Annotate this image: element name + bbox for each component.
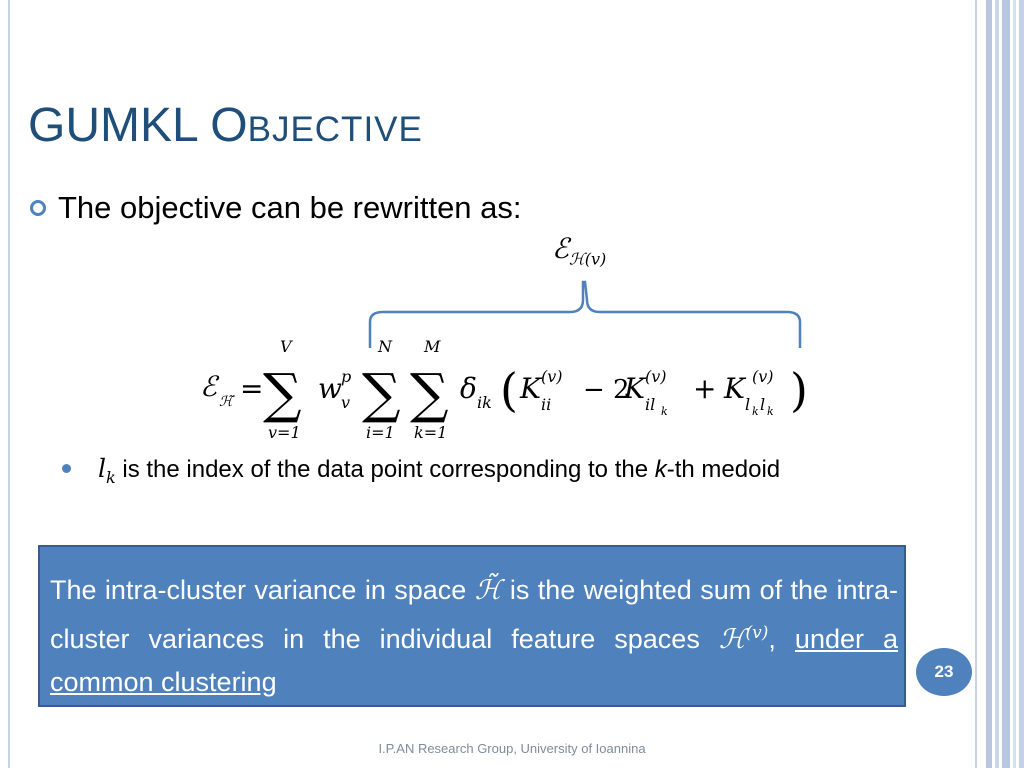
callout-text: The intra-cluster variance in space ℋ̃ i… <box>50 575 899 697</box>
callout-box: The intra-cluster variance in space ℋ̃ i… <box>38 545 906 707</box>
objective-equation: ℰ ℋ̃ = V ∑ v=1 w p v N ∑ i=1 M ∑ k=1 δ i… <box>200 337 808 442</box>
eq-K2-sub-b: k <box>661 405 668 418</box>
eq-K1: K <box>519 372 543 405</box>
eq-K3-sup: (v) <box>752 367 774 386</box>
eq-sum3-top: M <box>423 337 441 356</box>
eq-K1-sup: (v) <box>541 367 563 386</box>
eq-K3-sub-b: k <box>752 405 759 418</box>
eq-paren-close: ) <box>790 363 808 417</box>
eq-paren-open: ( <box>500 363 518 417</box>
frame-strips-right <box>986 0 1024 768</box>
eq-K3-sub-a: l <box>745 395 750 414</box>
eq-plus: + <box>693 372 716 405</box>
eq-K3: K <box>723 372 747 405</box>
eq-K2-sub-a: il <box>645 395 655 414</box>
eq-minus-two: − 2 <box>583 375 630 405</box>
eq-sum3-sigma: ∑ <box>410 362 449 425</box>
eq-w-sub: v <box>341 393 350 412</box>
eq-sum1-top: V <box>280 337 293 356</box>
frame-line-left <box>8 0 10 768</box>
eq-w-sup: p <box>341 367 351 386</box>
eq-sum2-top: N <box>377 337 393 356</box>
curly-brace-icon <box>368 280 802 348</box>
brace-label: ℰℋ(v) <box>552 232 607 269</box>
eq-K2-sup: (v) <box>645 367 667 386</box>
callout-underlined: under a common clustering <box>50 624 898 697</box>
eq-sum1-sigma: ∑ <box>263 362 302 425</box>
eq-K2: K <box>623 372 647 405</box>
eq-w: w <box>318 372 342 405</box>
eq-delta-sub: ik <box>477 393 492 412</box>
eq-K3-sub-d: k <box>767 405 774 418</box>
page-number-badge: 23 <box>916 648 972 696</box>
eq-sum2-bottom: i=1 <box>366 423 395 442</box>
eq-K1-sub: ii <box>541 395 551 414</box>
frame-line-right <box>975 0 977 768</box>
eq-equals: = <box>240 372 263 405</box>
bullet-objective-text: The objective can be rewritten as: <box>58 190 522 225</box>
eq-delta: δ <box>460 372 477 405</box>
eq-sum3-bottom: k=1 <box>414 423 447 442</box>
bullet-lk-text: lk is the index of the data point corres… <box>98 454 781 487</box>
footer: I.P.AN Research Group, University of Ioa… <box>378 741 646 756</box>
eq-lhs: ℰ <box>200 370 220 403</box>
eq-sum2-sigma: ∑ <box>362 362 401 425</box>
eq-sum1-bottom: v=1 <box>268 423 301 442</box>
bullet-dot-icon <box>62 464 71 473</box>
eq-K3-sub-c: l <box>760 395 765 414</box>
page-title: GUMKL OBJECTIVE <box>28 99 423 152</box>
bullet-ring-icon <box>30 200 46 216</box>
eq-lhs-sub: ℋ̃ <box>219 394 235 410</box>
